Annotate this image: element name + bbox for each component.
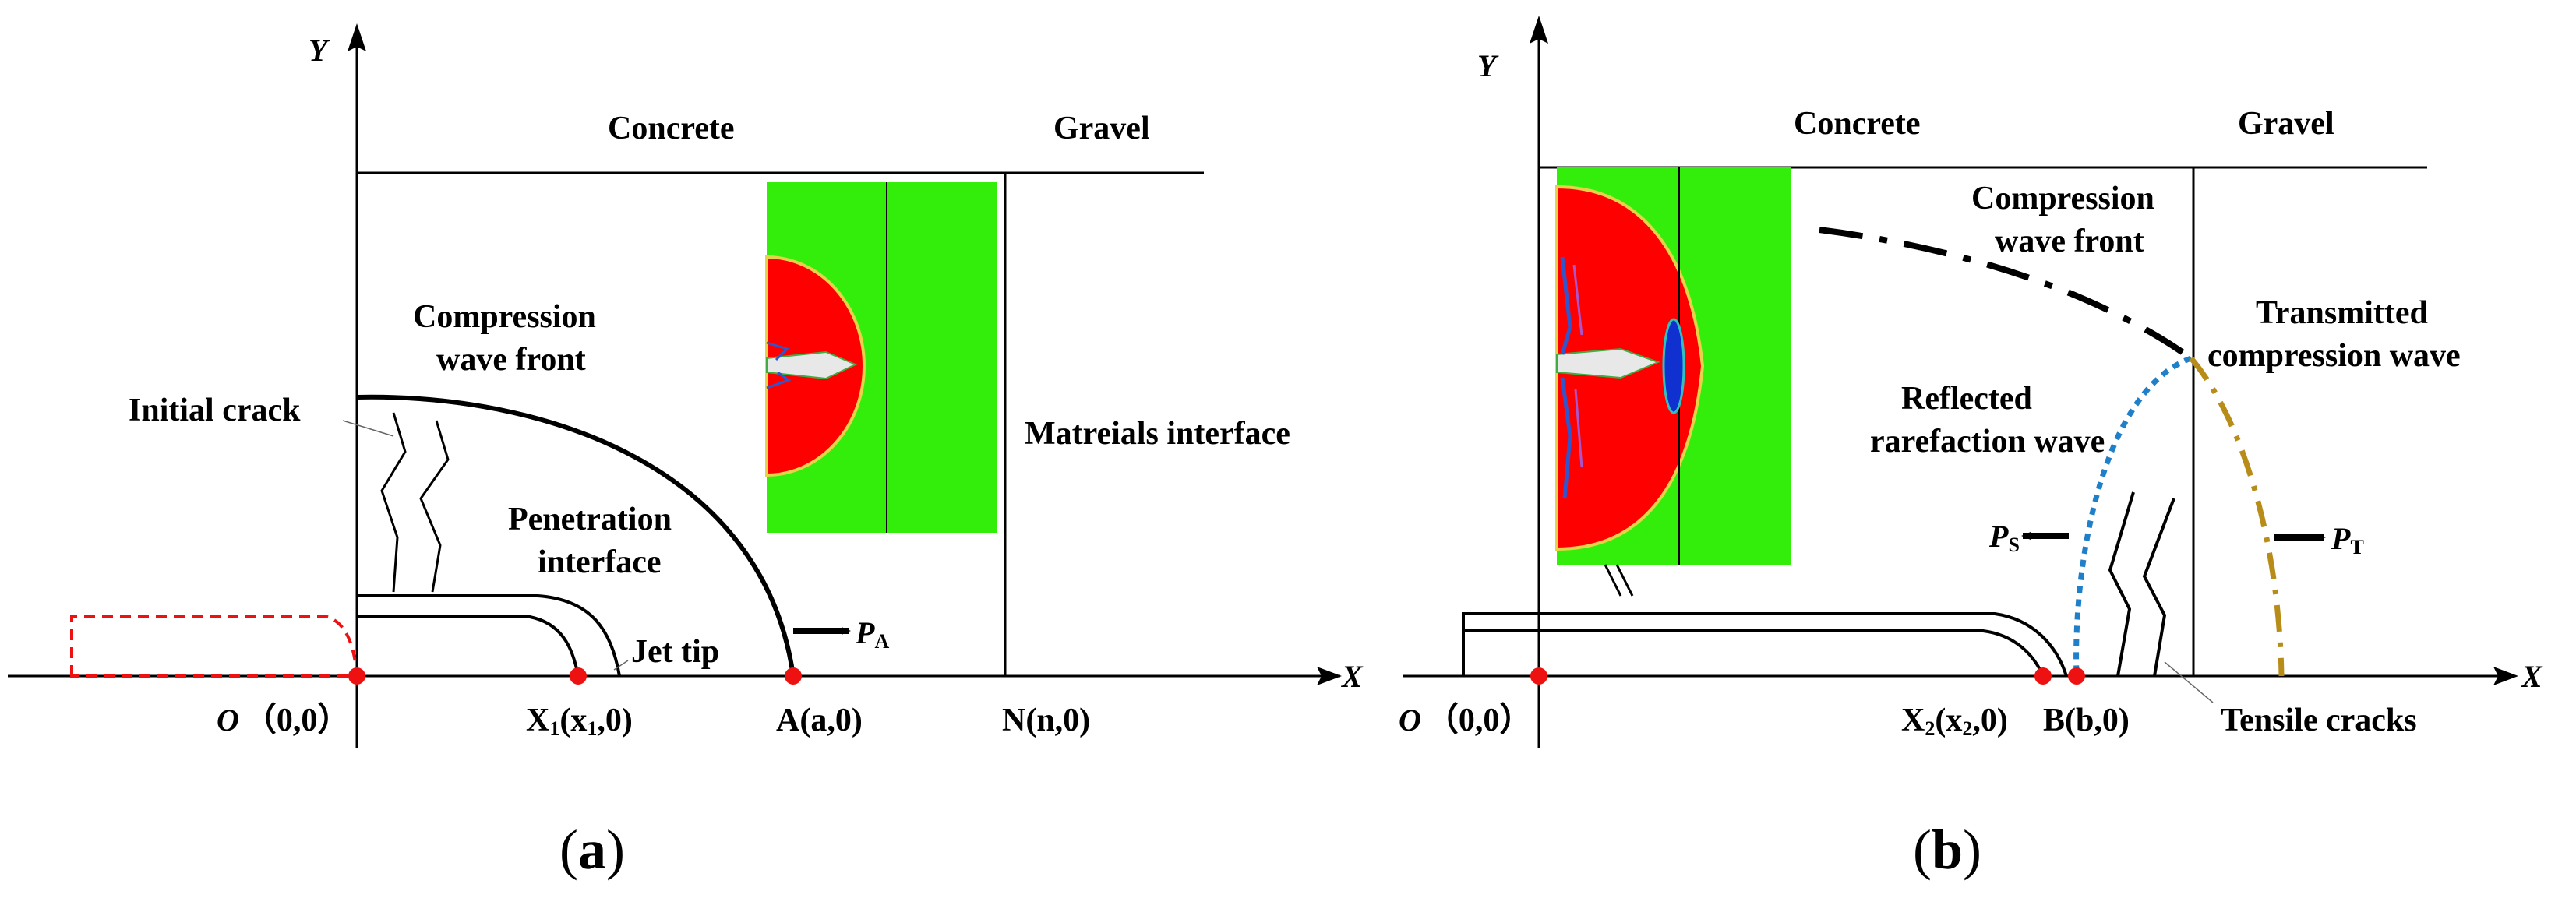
compression-label-1: Compression bbox=[413, 299, 596, 335]
y-axis-label: Y bbox=[309, 33, 330, 68]
tensile-crack-right bbox=[2142, 498, 2175, 677]
panel-b: X Y Concrete Gravel Compression wave fro… bbox=[1399, 16, 2543, 881]
y-axis-arrow-icon bbox=[1530, 16, 1548, 44]
compression-label-1: Compression bbox=[1971, 181, 2154, 217]
gravel-label: Gravel bbox=[2238, 106, 2334, 142]
transmitted-label-1: Transmitted bbox=[2256, 295, 2428, 331]
x-axis-label: X bbox=[1340, 659, 1364, 694]
x-axis-arrow-icon bbox=[2493, 667, 2518, 685]
pressure-label-a: PA bbox=[855, 615, 889, 653]
reflected-label-1: Reflected bbox=[1901, 381, 2032, 417]
b-point-label: B(b,0) bbox=[2043, 703, 2130, 738]
panel-a: X Y Concrete Gravel Compression wave fro… bbox=[8, 23, 1364, 881]
initial-crack-left bbox=[380, 412, 407, 593]
jet-body bbox=[1463, 629, 2045, 677]
compression-wave-front bbox=[1819, 227, 2193, 361]
transmitted-label-2: compression wave bbox=[2207, 338, 2461, 374]
x-axis-arrow-icon bbox=[1317, 667, 1342, 685]
compression-wave-front bbox=[356, 394, 796, 677]
materials-interface-label: Matreials interface bbox=[1025, 416, 1290, 452]
caption-a: (a) bbox=[559, 819, 625, 881]
concrete-label: Concrete bbox=[608, 111, 734, 146]
origin-label: O（0,0） bbox=[217, 702, 350, 738]
n-point-label: N(n,0) bbox=[1002, 703, 1090, 738]
pressure-label-t: PT bbox=[2331, 521, 2364, 558]
penetration-interface bbox=[357, 594, 621, 677]
origin-point bbox=[348, 667, 365, 685]
compression-label-2: wave front bbox=[1995, 224, 2144, 259]
tensile-cracks-leader bbox=[2164, 661, 2214, 703]
a-point-label: A(a,0) bbox=[776, 703, 863, 738]
b-point bbox=[2068, 667, 2085, 685]
x2-label: X2(x2,0) bbox=[1901, 703, 2008, 740]
x2-point bbox=[2034, 667, 2052, 685]
origin-point bbox=[1530, 667, 1547, 685]
caption-b: (b) bbox=[1913, 819, 1981, 881]
initial-crack-label: Initial crack bbox=[129, 393, 301, 428]
penetration-label-2: interface bbox=[538, 544, 662, 580]
reflected-label-2: rarefaction wave bbox=[1870, 424, 2105, 460]
simulation-inset bbox=[1555, 167, 1791, 565]
gravel-label: Gravel bbox=[1053, 111, 1150, 146]
penetration-interface bbox=[1462, 612, 2068, 677]
reflected-rarefaction-wave bbox=[2073, 355, 2193, 677]
pressure-label-s: PS bbox=[1988, 519, 2020, 556]
origin-label: O（0,0） bbox=[1399, 702, 1532, 738]
tensile-cracks-label: Tensile cracks bbox=[2221, 703, 2417, 738]
original-jet-outline bbox=[70, 615, 359, 678]
compression-label-2: wave front bbox=[436, 342, 586, 378]
x-axis-label: X bbox=[2520, 659, 2543, 694]
initial-crack-leader bbox=[342, 420, 394, 437]
concrete-label: Concrete bbox=[1794, 106, 1920, 142]
x1-label: X1(x1,0) bbox=[526, 703, 633, 740]
penetration-label-1: Penetration bbox=[508, 502, 672, 537]
inset-crack-stub bbox=[1604, 564, 1634, 597]
y-axis-label: Y bbox=[1477, 48, 1499, 83]
x1-point bbox=[570, 667, 587, 685]
transmitted-compression-wave bbox=[2189, 356, 2285, 677]
tensile-crack-left bbox=[2108, 491, 2135, 677]
initial-crack-right bbox=[419, 420, 450, 593]
a-point bbox=[785, 667, 802, 685]
simulation-inset bbox=[765, 182, 997, 533]
jet-body bbox=[357, 615, 580, 677]
jet-tip-leader bbox=[613, 660, 629, 671]
y-axis-arrow-icon bbox=[348, 23, 366, 51]
jet-tip-label: Jet tip bbox=[631, 634, 719, 670]
